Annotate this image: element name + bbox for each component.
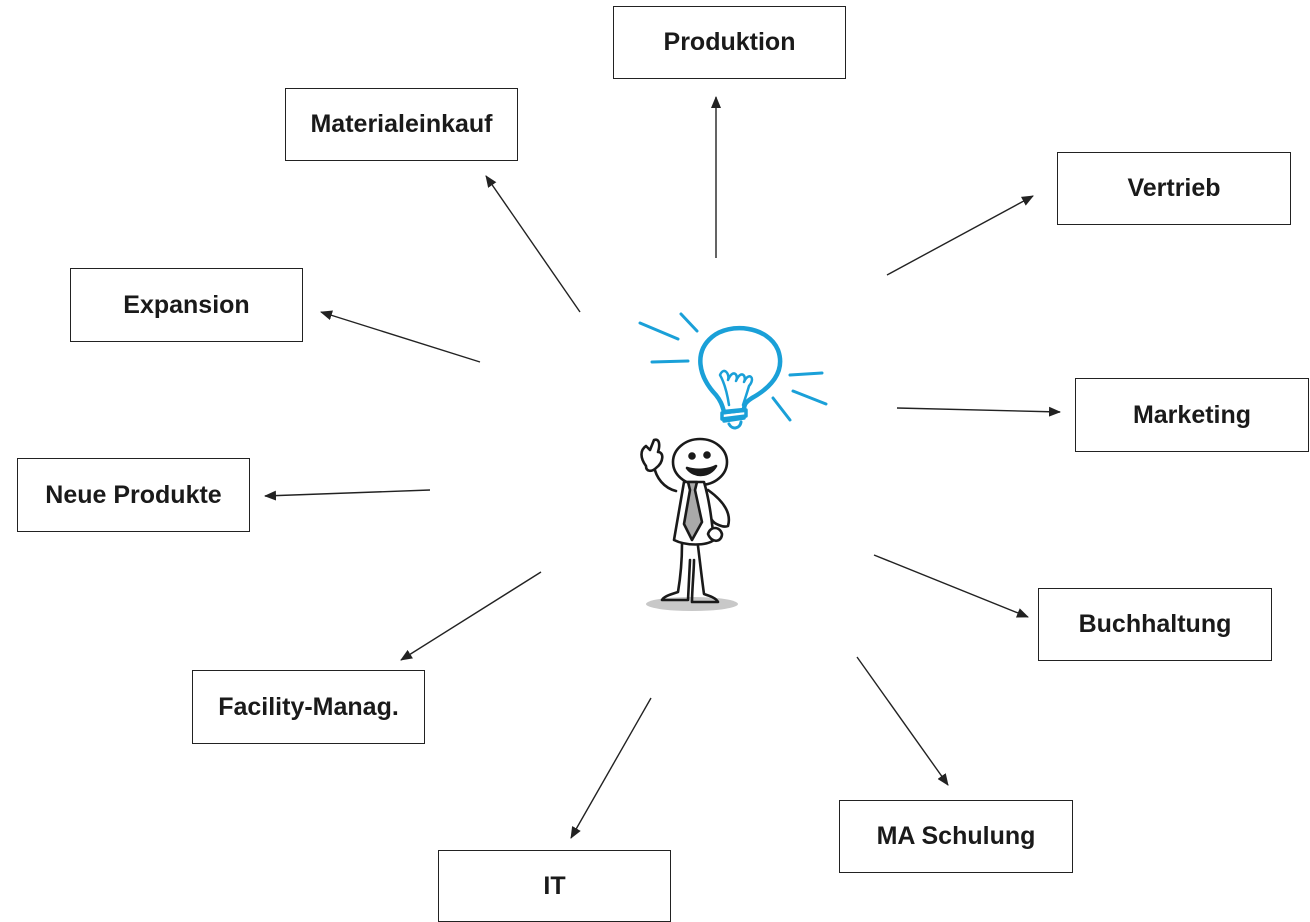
node-it: IT	[438, 850, 671, 922]
node-buchhaltung: Buchhaltung	[1038, 588, 1272, 661]
node-vertrieb: Vertrieb	[1057, 152, 1291, 225]
node-neue-produkte: Neue Produkte	[17, 458, 250, 532]
arrow-to-ma-schulung	[856, 656, 949, 786]
idea-person-illustration	[638, 312, 828, 611]
arrow-to-it	[570, 697, 652, 839]
node-facility-management: Facility-Manag.	[192, 670, 425, 744]
arrows	[264, 96, 1061, 839]
arrow-to-vertrieb	[886, 195, 1034, 276]
lightbulb-icon	[638, 312, 828, 430]
stick-figure	[640, 437, 731, 604]
node-produktion: Produktion	[613, 6, 846, 79]
arrow-to-expansion	[320, 310, 481, 363]
node-materialeinkauf: Materialeinkauf	[285, 88, 518, 161]
arrow-to-facility	[400, 571, 542, 661]
arrow-to-materialeinkauf	[485, 175, 581, 313]
arrow-to-buchhaltung	[873, 554, 1029, 618]
node-ma-schulung: MA Schulung	[839, 800, 1073, 873]
arrow-to-marketing	[896, 406, 1061, 417]
node-marketing: Marketing	[1075, 378, 1309, 452]
arrow-to-neue-produkte	[264, 489, 431, 501]
node-expansion: Expansion	[70, 268, 303, 342]
